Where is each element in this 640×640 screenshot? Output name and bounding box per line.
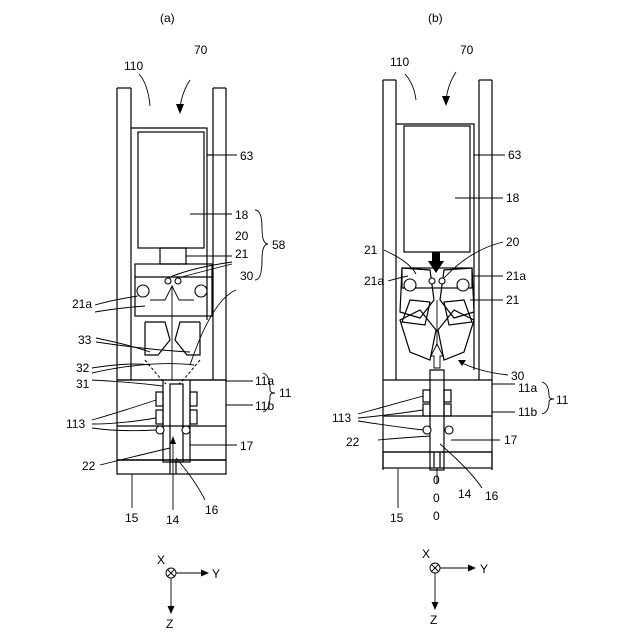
label-21a-right-b: 21a — [506, 269, 526, 283]
label-58-a: 58 — [272, 238, 286, 252]
base-15-a — [117, 436, 226, 474]
base-15-b — [383, 452, 492, 468]
leader-lines-b — [358, 74, 554, 508]
axis-z-label-b: Z — [430, 613, 437, 627]
label-20-a: 20 — [235, 229, 249, 243]
label-17-a: 17 — [240, 439, 254, 453]
label-70-b: 70 — [460, 43, 474, 57]
label-11a-b: 11a — [518, 381, 537, 395]
label-16-a: 16 — [205, 503, 219, 517]
axis-z-label-a: Z — [166, 617, 173, 631]
body-18-b — [404, 126, 470, 252]
label-15-b: 15 — [390, 511, 404, 525]
cylinder-11-b — [383, 370, 492, 470]
axis-x-label-b: X — [422, 547, 430, 561]
label-18-a: 18 — [235, 208, 249, 222]
label-18-b: 18 — [506, 191, 520, 205]
label-17-b: 17 — [504, 433, 518, 447]
label-113-b: 113 — [332, 411, 351, 425]
label-11b-b: 11b — [518, 405, 537, 419]
panel-a-caption: (a) — [160, 11, 175, 25]
housing-110-b — [383, 80, 492, 470]
label-33-a: 33 — [78, 333, 92, 347]
label-15-a: 15 — [125, 511, 139, 525]
label-o2-b: 0 — [433, 491, 440, 505]
label-16-b: 16 — [485, 489, 499, 503]
label-11b-a: 11b — [255, 399, 274, 413]
label-63-a: 63 — [240, 149, 254, 163]
panel-b-caption: (b) — [428, 11, 443, 25]
label-30-a: 30 — [240, 269, 254, 283]
body-18-a — [138, 132, 204, 248]
axis-triad-a: X Y Z — [157, 553, 220, 631]
label-113-a: 113 — [66, 417, 85, 431]
label-o3-b: 0 — [433, 509, 440, 523]
label-14-b: 14 — [458, 487, 472, 501]
axis-x-label-a: X — [157, 553, 165, 567]
label-21-b: 21 — [364, 243, 378, 257]
arrow-70-b — [442, 72, 456, 106]
axis-triad-b: X Y Z — [422, 547, 488, 627]
arrow-70-a — [176, 80, 190, 114]
label-110-b: 110 — [390, 55, 409, 69]
label-14-a: 14 — [166, 513, 180, 527]
axis-y-label-b: Y — [480, 562, 488, 576]
label-21a-a: 21a — [72, 297, 92, 311]
label-22-b: 22 — [346, 435, 360, 449]
label-110-a: 110 — [124, 59, 143, 73]
labels-a: 110 70 63 18 20 21 58 30 21a 33 32 31 11… — [66, 43, 292, 527]
label-11a-a: 11a — [255, 374, 274, 388]
label-21-right-b: 21 — [506, 293, 520, 307]
label-21a-left-b: 21a — [364, 274, 384, 288]
part-20-a — [160, 248, 186, 264]
label-22-a: 22 — [82, 459, 96, 473]
jaw-33-a — [145, 320, 200, 380]
label-70-a: 70 — [194, 43, 208, 57]
axis-y-label-a: Y — [212, 567, 220, 581]
label-11-b: 11 — [556, 393, 569, 407]
label-o1-b: 0 — [433, 473, 440, 487]
label-63-b: 63 — [508, 148, 522, 162]
panel-b: (b) — [332, 11, 569, 627]
label-21-a: 21 — [235, 247, 249, 261]
panel-a: (a) — [66, 11, 292, 631]
label-20-b: 20 — [506, 235, 520, 249]
label-31-a: 31 — [76, 377, 90, 391]
jaw-30-b — [400, 300, 474, 368]
label-32-a: 32 — [76, 361, 90, 375]
label-11-a: 11 — [279, 386, 292, 400]
